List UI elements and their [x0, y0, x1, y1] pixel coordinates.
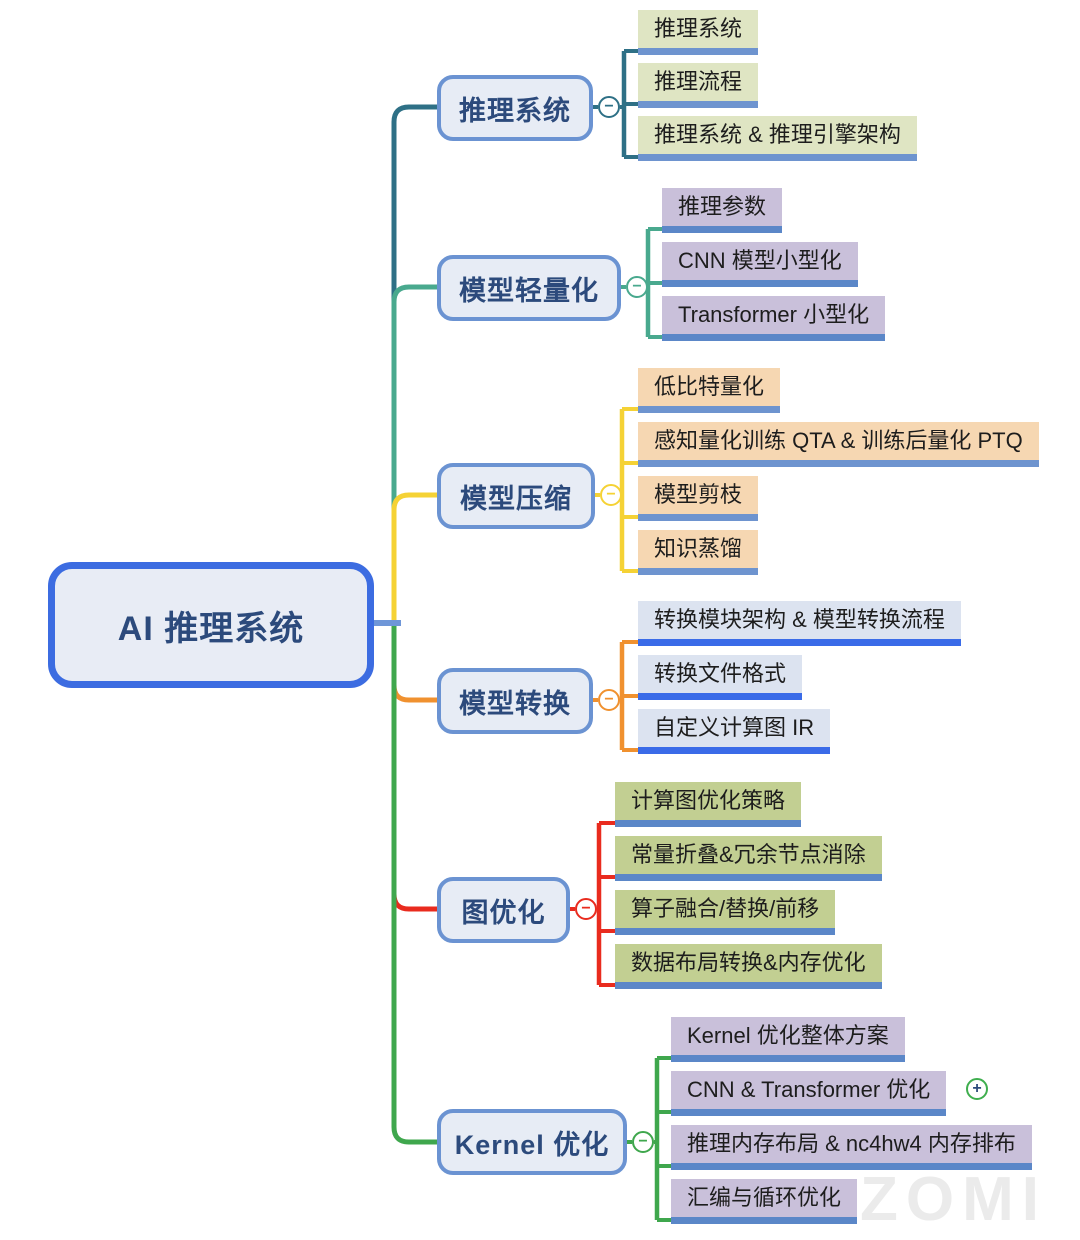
child-topic[interactable]: 推理流程 — [638, 63, 759, 108]
branch-connector — [391, 492, 441, 623]
child-topic[interactable]: 推理系统 — [638, 10, 759, 55]
child-topic[interactable]: 推理参数 — [662, 188, 783, 233]
child-topic[interactable]: 数据布局转换&内存优化 — [615, 944, 882, 989]
collapse-badge[interactable]: − — [598, 689, 620, 711]
branch-node-kernel-optimization[interactable]: Kernel 优化 — [437, 1109, 627, 1175]
branch-node-model-lightweighting[interactable]: 模型轻量化 — [437, 255, 621, 321]
collapse-badge[interactable]: − — [598, 96, 620, 118]
child-topic[interactable]: 转换模块架构 & 模型转换流程 — [638, 601, 961, 646]
child-topic[interactable]: CNN & Transformer 优化 — [671, 1071, 947, 1116]
child-topic[interactable]: 感知量化训练 QTA & 训练后量化 PTQ — [638, 422, 1039, 467]
child-topic[interactable]: 推理内存布局 & nc4hw4 内存排布 — [671, 1125, 1032, 1170]
branch-connector — [391, 623, 441, 1145]
child-topic[interactable]: 汇编与循环优化 — [671, 1179, 858, 1224]
branch-connector — [391, 284, 441, 623]
collapse-badge[interactable]: − — [575, 898, 597, 920]
child-topic[interactable]: CNN 模型小型化 — [662, 242, 858, 287]
child-topic[interactable]: 算子融合/替换/前移 — [615, 890, 836, 935]
branch-node-inference-system[interactable]: 推理系统 — [437, 75, 593, 141]
child-topic[interactable]: 模型剪枝 — [638, 476, 759, 521]
collapse-badge[interactable]: − — [600, 484, 622, 506]
child-topic[interactable]: 计算图优化策略 — [615, 782, 802, 827]
collapse-badge[interactable]: − — [626, 276, 648, 298]
child-topic[interactable]: Transformer 小型化 — [662, 296, 886, 341]
child-topic[interactable]: 知识蒸馏 — [638, 530, 759, 575]
branch-connector — [391, 623, 441, 703]
branch-connector — [391, 623, 441, 912]
branch-node-model-compression[interactable]: 模型压缩 — [437, 463, 595, 529]
child-topic[interactable]: 低比特量化 — [638, 368, 781, 413]
child-topic[interactable]: 推理系统 & 推理引擎架构 — [638, 116, 917, 161]
child-topic[interactable]: 常量折叠&冗余节点消除 — [615, 836, 882, 881]
child-topic[interactable]: 转换文件格式 — [638, 655, 803, 700]
watermark: ZOMI酱 — [860, 1165, 1047, 1234]
branch-connector — [391, 104, 441, 623]
expand-badge[interactable]: + — [966, 1078, 988, 1100]
child-topic[interactable]: Kernel 优化整体方案 — [671, 1017, 905, 1062]
branch-node-model-conversion[interactable]: 模型转换 — [437, 668, 593, 734]
collapse-badge[interactable]: − — [632, 1131, 654, 1153]
root-node[interactable]: AI 推理系统 — [48, 562, 374, 688]
branch-node-graph-optimization[interactable]: 图优化 — [437, 877, 570, 943]
child-topic[interactable]: 自定义计算图 IR — [638, 709, 831, 754]
